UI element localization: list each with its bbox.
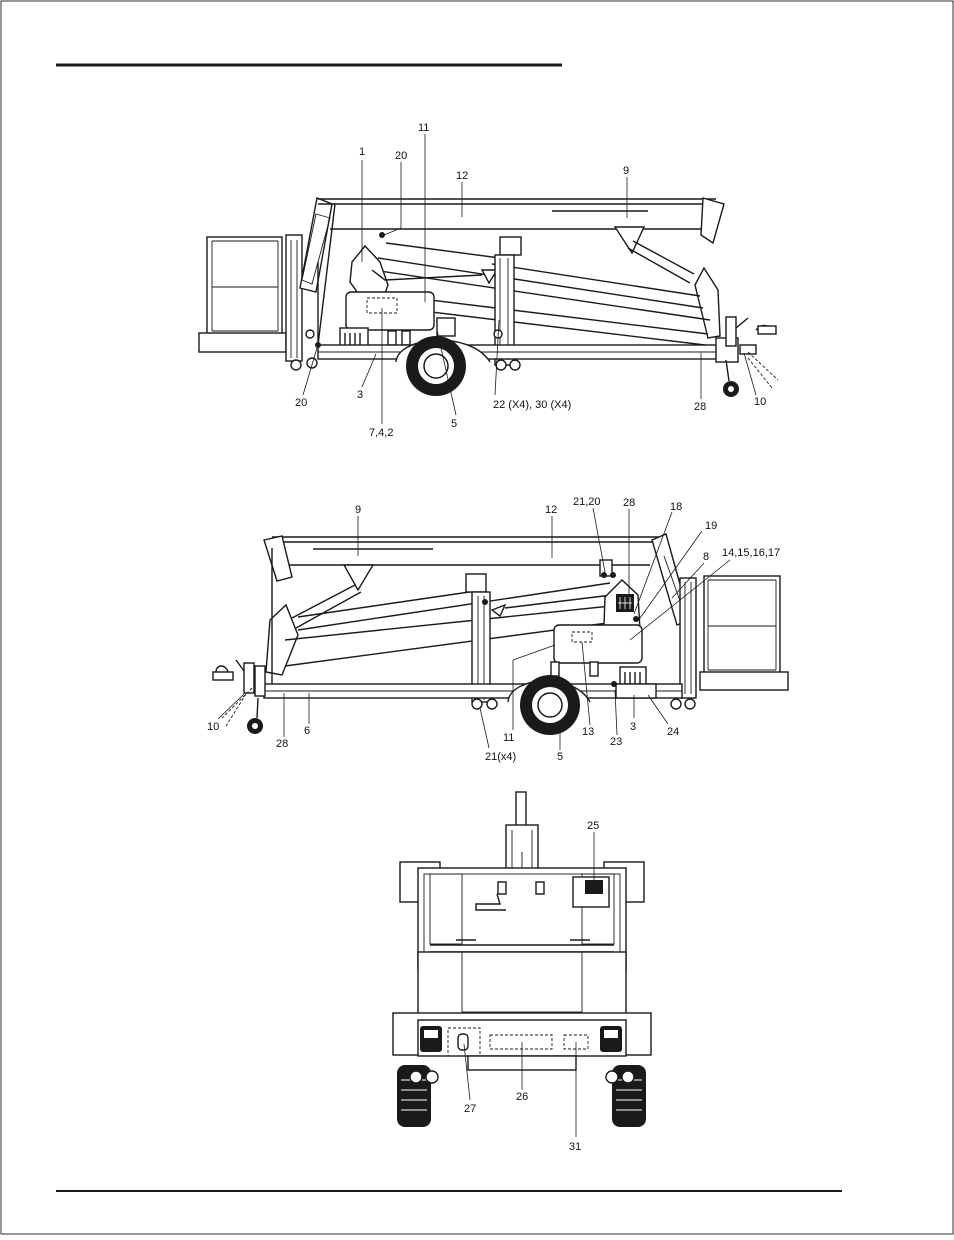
callout-label: 21,20	[573, 496, 601, 508]
callout-label: 31	[569, 1141, 581, 1153]
callout-label: 5	[451, 418, 457, 430]
callout-label: 13	[582, 726, 594, 738]
side-view-right-leaders	[217, 507, 731, 750]
callout-label: 26	[516, 1091, 528, 1103]
callout-label: 18	[670, 501, 682, 513]
side-view-left-drawing	[198, 197, 779, 397]
callout-label: 28	[694, 401, 706, 413]
callout-label: 12	[456, 170, 468, 182]
callout-label: 10	[207, 721, 219, 733]
callout-label: 19	[705, 520, 717, 532]
callout-label: 9	[623, 165, 629, 177]
callout-label: 9	[355, 504, 361, 516]
side-view-left-leaders	[302, 134, 757, 424]
rear-view-callouts: 25 27 26 31	[464, 820, 599, 1153]
callout-label: 28	[276, 738, 288, 750]
callout-label: 25	[587, 820, 599, 832]
callout-label: 1	[359, 146, 365, 158]
callout-label: 7,4,2	[369, 427, 393, 439]
callout-label: 22 (X4), 30 (X4)	[493, 399, 571, 411]
callout-label: 20	[295, 397, 307, 409]
callout-label: 27	[464, 1103, 476, 1115]
rear-view-leaders	[463, 832, 595, 1137]
callout-label: 3	[630, 721, 636, 733]
side-view-right-callouts: 9 12 21,20 28 18 19 8 14,15,16,17 10 28 …	[207, 496, 780, 763]
callout-label: 12	[545, 504, 557, 516]
side-view-right-drawing	[212, 533, 789, 735]
callout-label: 24	[667, 726, 679, 738]
callout-label: 6	[304, 725, 310, 737]
callout-label: 23	[610, 736, 622, 748]
callout-label: 8	[703, 551, 709, 563]
callout-label: 5	[557, 751, 563, 763]
callout-label: 11	[503, 732, 514, 744]
callout-label: 21(x4)	[485, 751, 516, 763]
callout-label: 20	[395, 150, 407, 162]
callout-label: 28	[623, 497, 635, 509]
callout-label: 10	[754, 396, 766, 408]
side-view-left-callouts: 1 20 11 12 9 20 3 7,4,2 5 22 (X4), 30 (X…	[295, 122, 766, 439]
callout-label: 14,15,16,17	[722, 547, 780, 559]
callout-label: 11	[418, 122, 429, 134]
callout-label: 3	[357, 389, 363, 401]
